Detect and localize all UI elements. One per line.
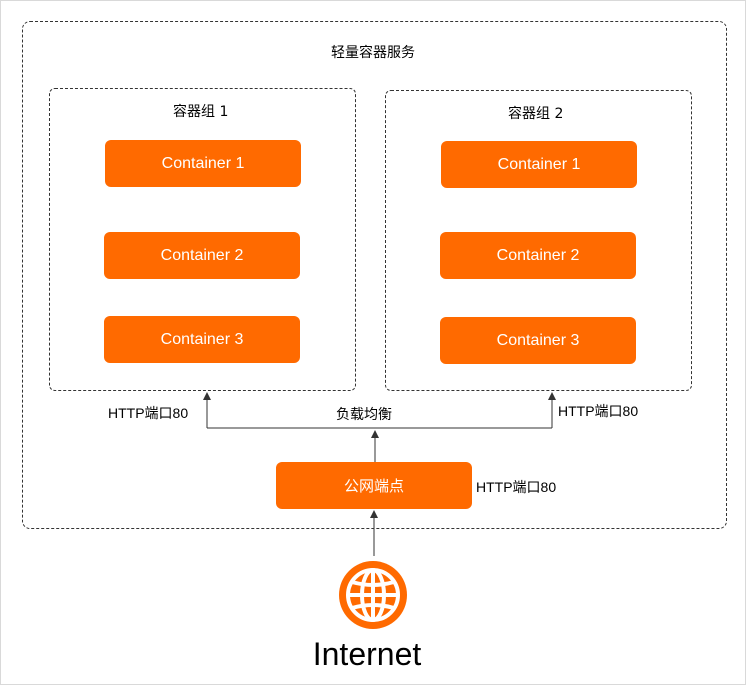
endpoint-port-label: HTTP端口80 xyxy=(476,479,557,495)
port-label-right: HTTP端口80 xyxy=(558,403,639,419)
load-balancer-label: 负载均衡 xyxy=(336,407,392,423)
internet-label: Internet xyxy=(312,636,422,672)
group-2-container-3: Container 3 xyxy=(440,317,636,364)
group-1-title: 容器组 1 xyxy=(173,104,229,120)
group-1-container-1: Container 1 xyxy=(105,140,301,187)
group-1-container-2: Container 2 xyxy=(104,232,300,279)
service-title: 轻量容器服务 xyxy=(331,45,415,61)
port-label-left: HTTP端口80 xyxy=(108,405,189,421)
container-group-2 xyxy=(385,90,692,391)
public-endpoint: 公网端点 xyxy=(276,462,472,509)
group-2-container-2: Container 2 xyxy=(440,232,636,279)
group-1-container-3: Container 3 xyxy=(104,316,300,363)
group-2-container-1: Container 1 xyxy=(441,141,637,188)
group-2-title: 容器组 2 xyxy=(508,106,564,122)
container-group-1 xyxy=(49,88,356,391)
globe-icon xyxy=(339,561,407,629)
